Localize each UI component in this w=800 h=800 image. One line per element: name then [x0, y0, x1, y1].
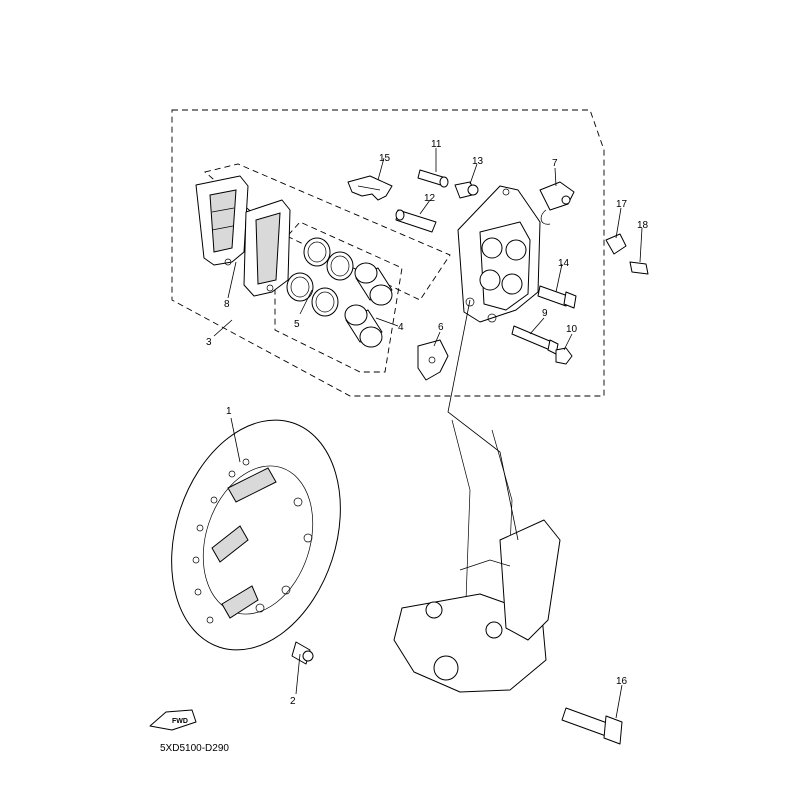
callout-6[interactable]: 6: [438, 322, 444, 333]
diagram-code: 5XD5100-D290: [160, 743, 229, 754]
callout-14[interactable]: 14: [558, 258, 570, 269]
bleed-screw[interactable]: [454, 181, 479, 199]
callout-1[interactable]: 1: [226, 406, 232, 417]
leader-lines: [213, 148, 643, 719]
fork-lower: [393, 419, 561, 693]
retaining-clip[interactable]: [417, 339, 449, 381]
pad-spring[interactable]: [347, 175, 393, 201]
brake-pad-set[interactable]: [195, 175, 291, 297]
callout-7[interactable]: 7: [552, 158, 558, 169]
piston-seal-set[interactable]: [286, 237, 354, 317]
forward-arrow-icon: FWD: [149, 709, 197, 731]
callout-15[interactable]: 15: [379, 153, 391, 164]
fwd-badge: FWD: [172, 718, 188, 725]
caliper-bolt-short[interactable]: [537, 285, 577, 309]
piston-set[interactable]: [344, 262, 393, 348]
callout-12[interactable]: 12: [424, 193, 436, 204]
slide-pin[interactable]: [395, 209, 437, 233]
clamp-bolt[interactable]: [629, 261, 649, 275]
callout-11[interactable]: 11: [431, 139, 442, 150]
callout-10[interactable]: 10: [566, 324, 578, 335]
nut[interactable]: [555, 347, 573, 365]
caliper-body[interactable]: [457, 185, 541, 323]
callout-17[interactable]: 17: [616, 199, 628, 210]
callout-3[interactable]: 3: [206, 337, 212, 348]
hose-clamp[interactable]: [605, 233, 627, 255]
caliper-bolt-long[interactable]: [511, 325, 559, 355]
hose-bracket[interactable]: [539, 181, 575, 225]
callout-4[interactable]: 4: [398, 322, 404, 333]
callout-5[interactable]: 5: [294, 319, 300, 330]
brake-disc[interactable]: [143, 398, 368, 672]
callout-16[interactable]: 16: [616, 676, 628, 687]
callout-13[interactable]: 13: [472, 156, 484, 167]
disc-bolt[interactable]: [291, 641, 314, 665]
callout-2[interactable]: 2: [290, 696, 296, 707]
callout-18[interactable]: 18: [637, 220, 649, 231]
callout-9[interactable]: 9: [542, 308, 548, 319]
pad-pin[interactable]: [417, 169, 449, 188]
axle-bolt[interactable]: [561, 707, 623, 745]
caliper-assembly-boundary: [171, 109, 605, 397]
callout-labels: 1 2 3 4 5 6 7 8 9 10 11 12 13 14 15 16 1…: [206, 139, 649, 707]
callout-8[interactable]: 8: [224, 299, 230, 310]
